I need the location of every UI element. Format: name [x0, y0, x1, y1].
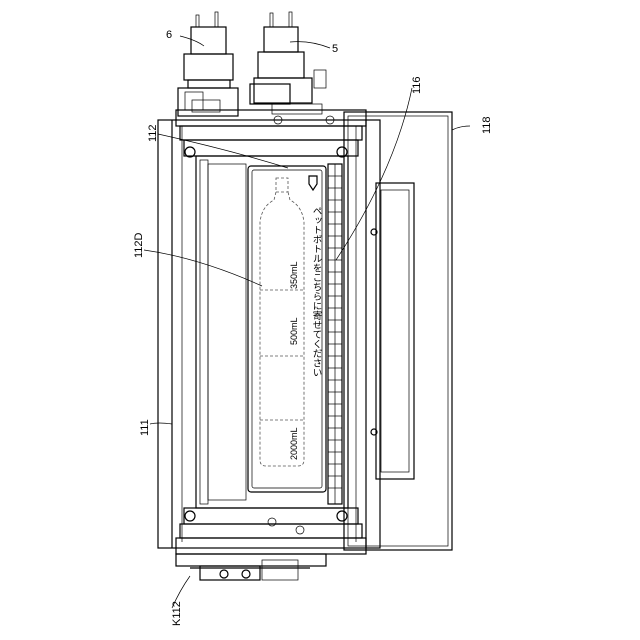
leader-lines: [144, 36, 470, 608]
motor-5: [250, 12, 326, 104]
ref-label-6: 6: [166, 29, 172, 41]
ref-label-112: 112: [147, 124, 159, 142]
ref-label-K112: K112: [171, 601, 183, 626]
ref-label-116: 116: [411, 76, 423, 94]
ref-label-112D: 112D: [133, 232, 145, 258]
guide-rail-116: [328, 164, 342, 504]
volume-2000-label: 2000mL: [289, 427, 299, 460]
housing-118: [344, 112, 452, 550]
tray-112: [196, 156, 348, 508]
volume-500-label: 500mL: [289, 317, 299, 345]
ref-label-118: 118: [481, 116, 493, 134]
instruction-text: ペットボトルをこちらに寄せてください: [311, 206, 323, 377]
ref-label-5: 5: [332, 43, 338, 55]
motor-6: [178, 12, 238, 116]
direction-arrow-icon: [309, 176, 317, 190]
ref-label-111: 111: [139, 419, 151, 436]
volume-350-label: 350mL: [289, 261, 299, 289]
